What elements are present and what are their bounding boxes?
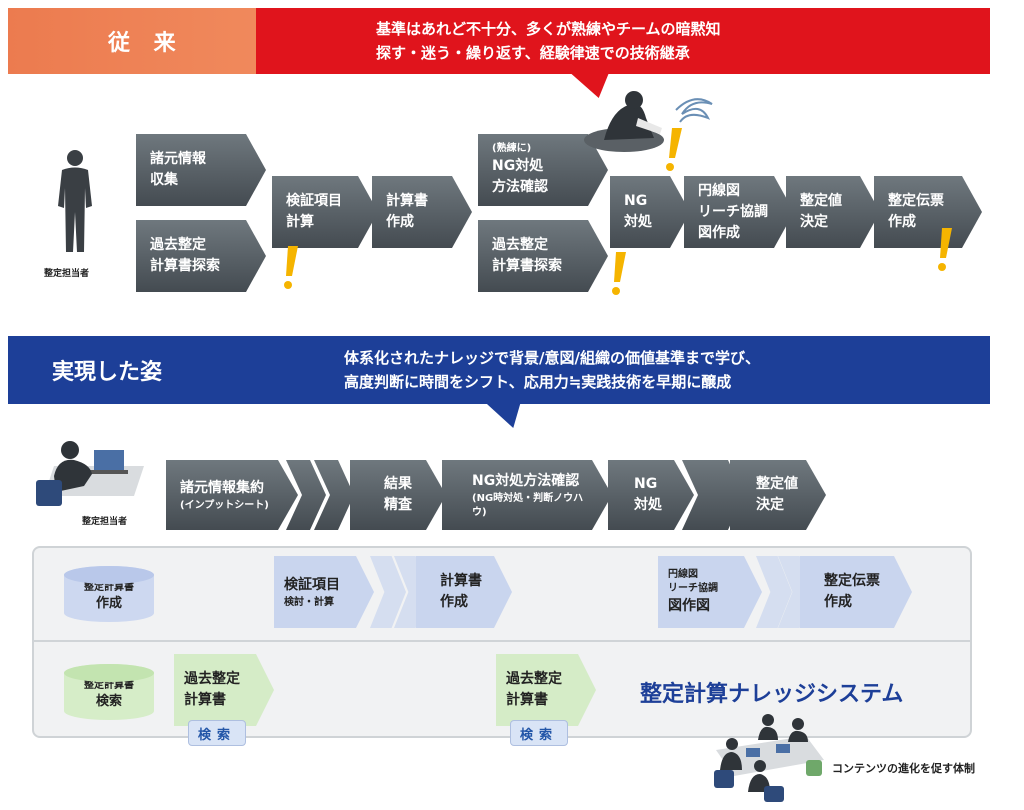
step-ng-handle-2: NG 対処: [608, 460, 694, 530]
step-label: 結果: [384, 476, 412, 492]
step-ng-method-confirm: NG対処方法確認 (NG時対処・判断ノウハウ): [442, 460, 612, 530]
step-note: (熟練に): [492, 143, 532, 154]
step-label: 収集: [150, 172, 178, 188]
search-button[interactable]: 検索: [188, 720, 246, 746]
step-label: 対処: [624, 214, 652, 230]
database-icon: 整定計算書 検索: [64, 664, 154, 720]
realized-label: 実現した姿: [8, 336, 258, 404]
step-circle-diagram: 円線図 リーチ協調 図作成: [684, 176, 794, 248]
database-icon: 整定計算書 作成: [64, 566, 154, 622]
step-specs-aggregate: 諸元情報集約 (インプットシート): [166, 460, 298, 530]
database-top: [64, 664, 154, 682]
step-label: NG対処: [492, 158, 544, 174]
step-label: 計算書: [506, 692, 548, 708]
step-value-decide-2: 整定値 決定: [730, 460, 826, 530]
step-past-search: 過去整定 計算書探索: [136, 220, 266, 292]
step-label: 計算書: [386, 193, 428, 209]
step-label: 計算書探索: [150, 258, 220, 274]
step-label: 図作図: [668, 597, 710, 614]
system-step-slip: 整定伝票 作成: [800, 556, 912, 628]
system-step-past: 過去整定 計算書: [174, 654, 274, 726]
footer-caption: コンテンツの進化を促す体制: [832, 762, 975, 775]
traditional-message: 基準はあれど不十分、多くが熟練やチームの暗黙知 探す・迷う・繰り返す、経験律速で…: [256, 8, 990, 74]
step-past-search-2: 過去整定 計算書探索: [478, 220, 608, 292]
step-note: 円線図: [668, 568, 698, 580]
step-label: 計算書: [440, 573, 482, 589]
traditional-message-line2: 探す・迷う・繰り返す、経験律速での技術継承: [376, 44, 690, 62]
step-label: 整定伝票: [824, 573, 880, 589]
step-label: 作成: [440, 594, 468, 610]
laptop-worker-icon: [36, 441, 144, 506]
step-label: 図作成: [698, 224, 740, 241]
step-label: リーチ協調: [698, 203, 768, 220]
step-label: 過去整定: [150, 237, 206, 253]
realized-message-line1: 体系化されたナレッジで背景/意図/組織の価値基準まで学び、: [344, 349, 760, 367]
stressed-worker-icon: [584, 91, 713, 152]
traditional-message-line1: 基準はあれど不十分、多くが熟練やチームの暗黙知: [376, 20, 721, 38]
database-top: [64, 566, 154, 584]
database-label: 整定計算書: [84, 582, 134, 593]
database-label: 整定計算書: [84, 680, 134, 691]
system-step-doc: 計算書 作成: [416, 556, 512, 628]
step-label: NG対処方法確認: [472, 472, 580, 489]
step-label: 対処: [634, 497, 662, 513]
system-step-circle: 円線図 リーチ協調 図作図: [658, 556, 762, 628]
step-label: 整定値: [756, 476, 798, 492]
step-label: NG: [624, 193, 648, 209]
system-step-past-2: 過去整定 計算書: [496, 654, 596, 726]
step-label: 計算書探索: [492, 258, 562, 274]
step-slip-create: 整定伝票 作成: [874, 176, 982, 248]
step-label: 方法確認: [492, 179, 548, 195]
step-note: (NG時対処・判断ノウハウ): [472, 492, 584, 518]
step-note: リーチ協調: [668, 582, 718, 594]
step-label: 円線図: [698, 182, 740, 199]
step-note: (インプットシート): [180, 499, 269, 511]
realized-message-line2: 高度判断に時間をシフト、応用力≒実践技術を早期に醸成: [344, 373, 732, 391]
step-label: 作成: [888, 214, 916, 230]
step-label: 整定伝票: [888, 193, 944, 209]
traditional-label: 従 来: [8, 8, 258, 74]
step-label: 作成: [386, 214, 414, 230]
exclamation-icon: [666, 128, 682, 171]
step-label: 計算: [286, 214, 314, 230]
database-label: 作成: [95, 596, 122, 611]
step-label: 過去整定: [184, 671, 240, 687]
team-meeting-icon: [714, 714, 824, 802]
step-label: 諸元情報集約: [180, 479, 264, 496]
step-note: 検討・計算: [284, 596, 334, 608]
realized-message: 体系化されたナレッジで背景/意図/組織の価値基準まで学び、 高度判断に時間をシフ…: [256, 336, 990, 404]
system-title: 整定計算ナレッジシステム: [640, 682, 904, 707]
step-label: 過去整定: [492, 237, 548, 253]
step-label: 整定値: [800, 193, 842, 209]
realized-person-caption: 整定担当者: [82, 517, 128, 527]
search-button-2[interactable]: 検索: [510, 720, 568, 746]
step-label: 諸元情報: [150, 151, 206, 167]
person-silhouette-icon: [58, 150, 92, 252]
step-value-decide: 整定値 決定: [786, 176, 880, 248]
database-label: 検索: [95, 694, 122, 709]
step-result-review: 結果 精査: [350, 460, 446, 530]
step-label: 決定: [800, 214, 828, 230]
exclamation-icon: [612, 252, 626, 295]
step-specs-collection: 諸元情報 収集: [136, 134, 266, 206]
step-label: 作成: [824, 594, 852, 610]
step-label: 計算書: [184, 692, 226, 708]
step-label: 精査: [384, 497, 412, 513]
step-verify-calc: 検証項目 計算: [272, 176, 378, 248]
step-ng-handle: NG 対処: [610, 176, 690, 248]
step-ng-method: (熟練に) NG対処 方法確認: [478, 134, 608, 206]
exclamation-icon: [938, 228, 952, 271]
step-label: 決定: [756, 497, 784, 513]
traditional-person-caption: 整定担当者: [44, 269, 90, 279]
exclamation-icon: [284, 246, 298, 289]
panel-divider: [34, 640, 970, 642]
step-label: 検証項目: [284, 576, 340, 593]
system-step-verify: 検証項目 検討・計算: [274, 556, 374, 628]
step-label: 検証項目: [286, 193, 342, 209]
speech-tail-blue: [484, 402, 532, 428]
step-doc-create: 計算書 作成: [372, 176, 472, 248]
step-label: NG: [634, 476, 658, 492]
step-label: 過去整定: [506, 671, 562, 687]
